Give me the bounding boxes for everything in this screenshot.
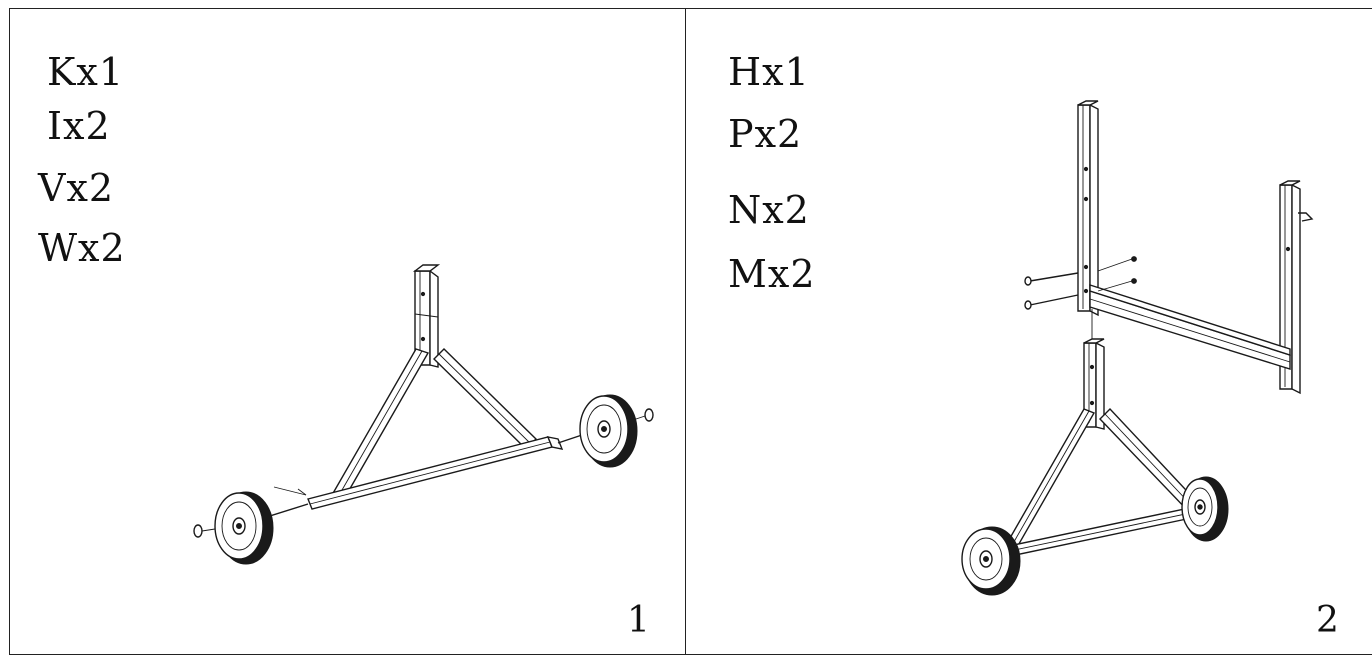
axle-bar [307, 436, 564, 510]
hook [1298, 209, 1314, 223]
crossbar [1089, 284, 1291, 370]
wheel-right [579, 394, 638, 468]
upright-right [1279, 180, 1301, 395]
pin-left [273, 486, 307, 496]
part-label-h: Hx1 [728, 50, 810, 94]
nuts [1097, 256, 1137, 292]
base-post [1083, 338, 1105, 430]
part-label-w: Wx2 [38, 226, 126, 270]
washer-right [635, 408, 654, 422]
part-label-i: Ix2 [47, 104, 111, 148]
part-label-m: Mx2 [728, 252, 816, 296]
part-label-p: Px2 [728, 112, 803, 156]
step-number: 1 [627, 600, 650, 641]
base-leg-left [1004, 408, 1096, 550]
step-2-drawing [961, 100, 1314, 596]
step-1-drawing [193, 264, 654, 565]
wheel-left [214, 491, 274, 565]
bolts [1024, 272, 1079, 310]
base-wheel-right [1181, 476, 1229, 542]
part-label-n: Nx2 [728, 188, 810, 232]
step-1-panel: Kx1 Ix2 Vx2 Wx2 [9, 8, 686, 655]
washer-left [193, 524, 216, 538]
step-number: 2 [1316, 600, 1339, 641]
part-label-v: Vx2 [38, 166, 115, 210]
base-wheel-left [961, 526, 1021, 596]
part-label-k: Kx1 [47, 50, 124, 94]
upright-post [412, 264, 441, 368]
right-leg [433, 348, 537, 450]
upright-left [1077, 100, 1099, 317]
step-2-panel: Hx1 Px2 Nx2 Mx2 [685, 8, 1372, 655]
